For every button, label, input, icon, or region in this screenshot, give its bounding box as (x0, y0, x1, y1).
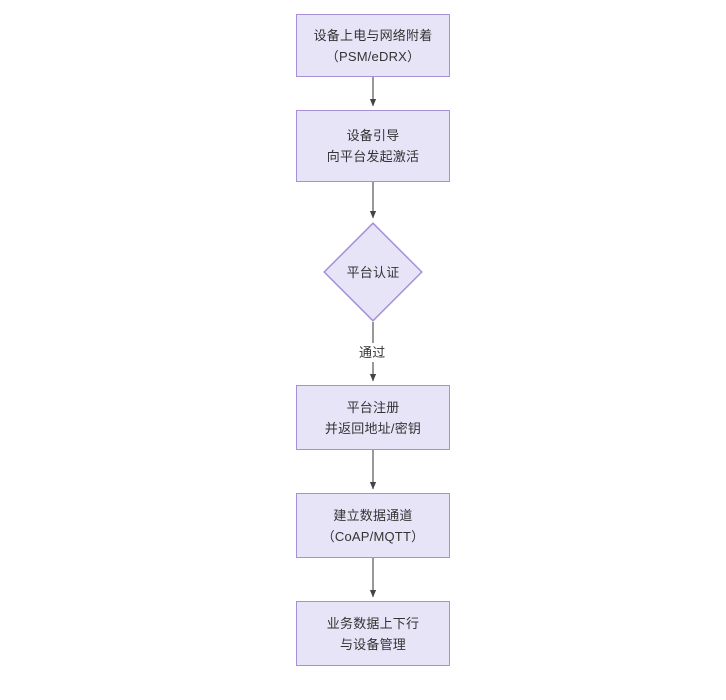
node-data-channel-line1: 建立数据通道 (333, 507, 413, 523)
node-business-data[interactable]: 业务数据上下行 与设备管理 (296, 601, 450, 666)
node-platform-auth[interactable]: 平台认证 (323, 222, 423, 322)
edge-label-pass: 通过 (357, 343, 388, 362)
node-bootstrap[interactable]: 设备引导 向平台发起激活 (296, 110, 450, 182)
node-business-data-line1: 业务数据上下行 (326, 615, 420, 631)
node-data-channel-line2: （CoAP/MQTT） (321, 528, 425, 544)
node-bootstrap-line2: 向平台发起激活 (326, 149, 420, 164)
node-bootstrap-line1: 设备引导 (346, 128, 400, 143)
node-power-on-line1: 设备上电与网络附着 (313, 27, 433, 43)
node-platform-register[interactable]: 平台注册 并返回地址/密钥 (296, 385, 450, 450)
node-power-on[interactable]: 设备上电与网络附着 （PSM/eDRX） (296, 14, 450, 77)
node-data-channel[interactable]: 建立数据通道 （CoAP/MQTT） (296, 493, 450, 558)
node-power-on-line2: （PSM/eDRX） (325, 48, 421, 64)
node-business-data-line2: 与设备管理 (339, 636, 406, 652)
diamond-shape (323, 222, 423, 322)
node-platform-auth-label: 平台认证 (346, 264, 400, 280)
node-platform-register-line1: 平台注册 (346, 399, 400, 415)
node-platform-register-line2: 并返回地址/密钥 (324, 420, 422, 436)
